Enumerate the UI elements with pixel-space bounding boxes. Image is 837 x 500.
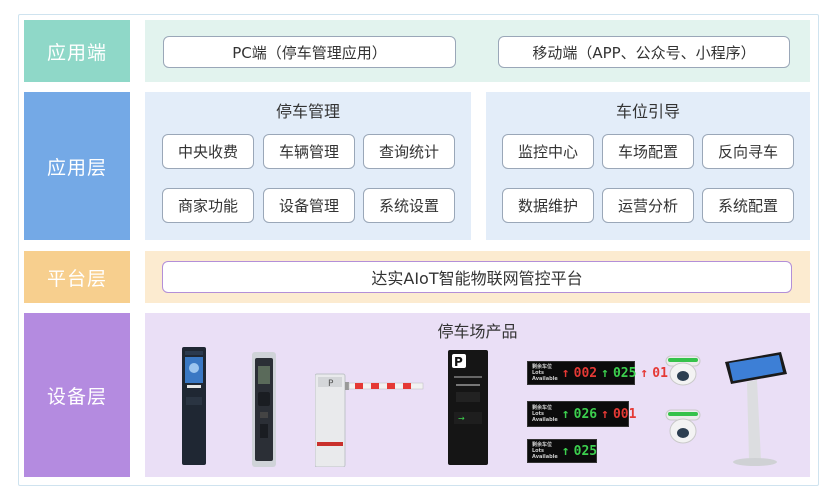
module-box: 中央收费 xyxy=(162,134,254,169)
face-terminal-icon xyxy=(181,347,207,469)
platform-box: 达实AIoT智能物联网管控平台 xyxy=(162,261,792,293)
module-box: 商家功能 xyxy=(162,188,254,223)
module-box: 车场配置 xyxy=(602,134,694,169)
space-guide-title: 车位引导 xyxy=(615,102,680,121)
pc-app-box: PC端（停车管理应用） xyxy=(163,36,456,68)
device-title: 停车场产品 xyxy=(437,322,518,341)
layer-label-app: 应用层 xyxy=(24,92,130,240)
mobile-app-box: 移动端（APP、公众号、小程序） xyxy=(498,36,790,68)
svg-text:P: P xyxy=(328,379,334,389)
camera-dome-icon xyxy=(664,408,702,450)
module-box: 查询统计 xyxy=(363,134,455,169)
module-box: 运营分析 xyxy=(602,188,694,223)
module-box: 监控中心 xyxy=(502,134,594,169)
led-display-icon: 剩余车位 Lots Available ↑002 ↑025 ↑01 xyxy=(527,361,668,385)
module-box: 反向寻车 xyxy=(702,134,794,169)
ticket-kiosk-icon xyxy=(250,352,278,471)
layer-label-app-end: 应用端 xyxy=(24,20,130,82)
module-box: 系统配置 xyxy=(702,188,794,223)
svg-text:→: → xyxy=(458,414,465,423)
module-box: 车辆管理 xyxy=(263,134,355,169)
led-display-icon: 剩余车位 Lots Available ↑026 ↑001 xyxy=(527,401,636,427)
module-box: 数据维护 xyxy=(502,188,594,223)
parking-mgmt-title: 停车管理 xyxy=(275,102,340,121)
svg-text:P: P xyxy=(454,355,463,369)
module-box: 设备管理 xyxy=(263,188,355,223)
guidance-screen-icon: P → xyxy=(448,350,488,469)
camera-dome-icon xyxy=(664,354,702,392)
led-display-icon: 剩余车位 Lots Available ↑025 xyxy=(527,439,597,463)
layer-label-device: 设备层 xyxy=(24,313,130,477)
layer-label-platform: 平台层 xyxy=(24,251,130,303)
touch-kiosk-icon xyxy=(723,350,789,472)
module-box: 系统设置 xyxy=(363,188,455,223)
barrier-gate-icon: P xyxy=(314,372,425,471)
